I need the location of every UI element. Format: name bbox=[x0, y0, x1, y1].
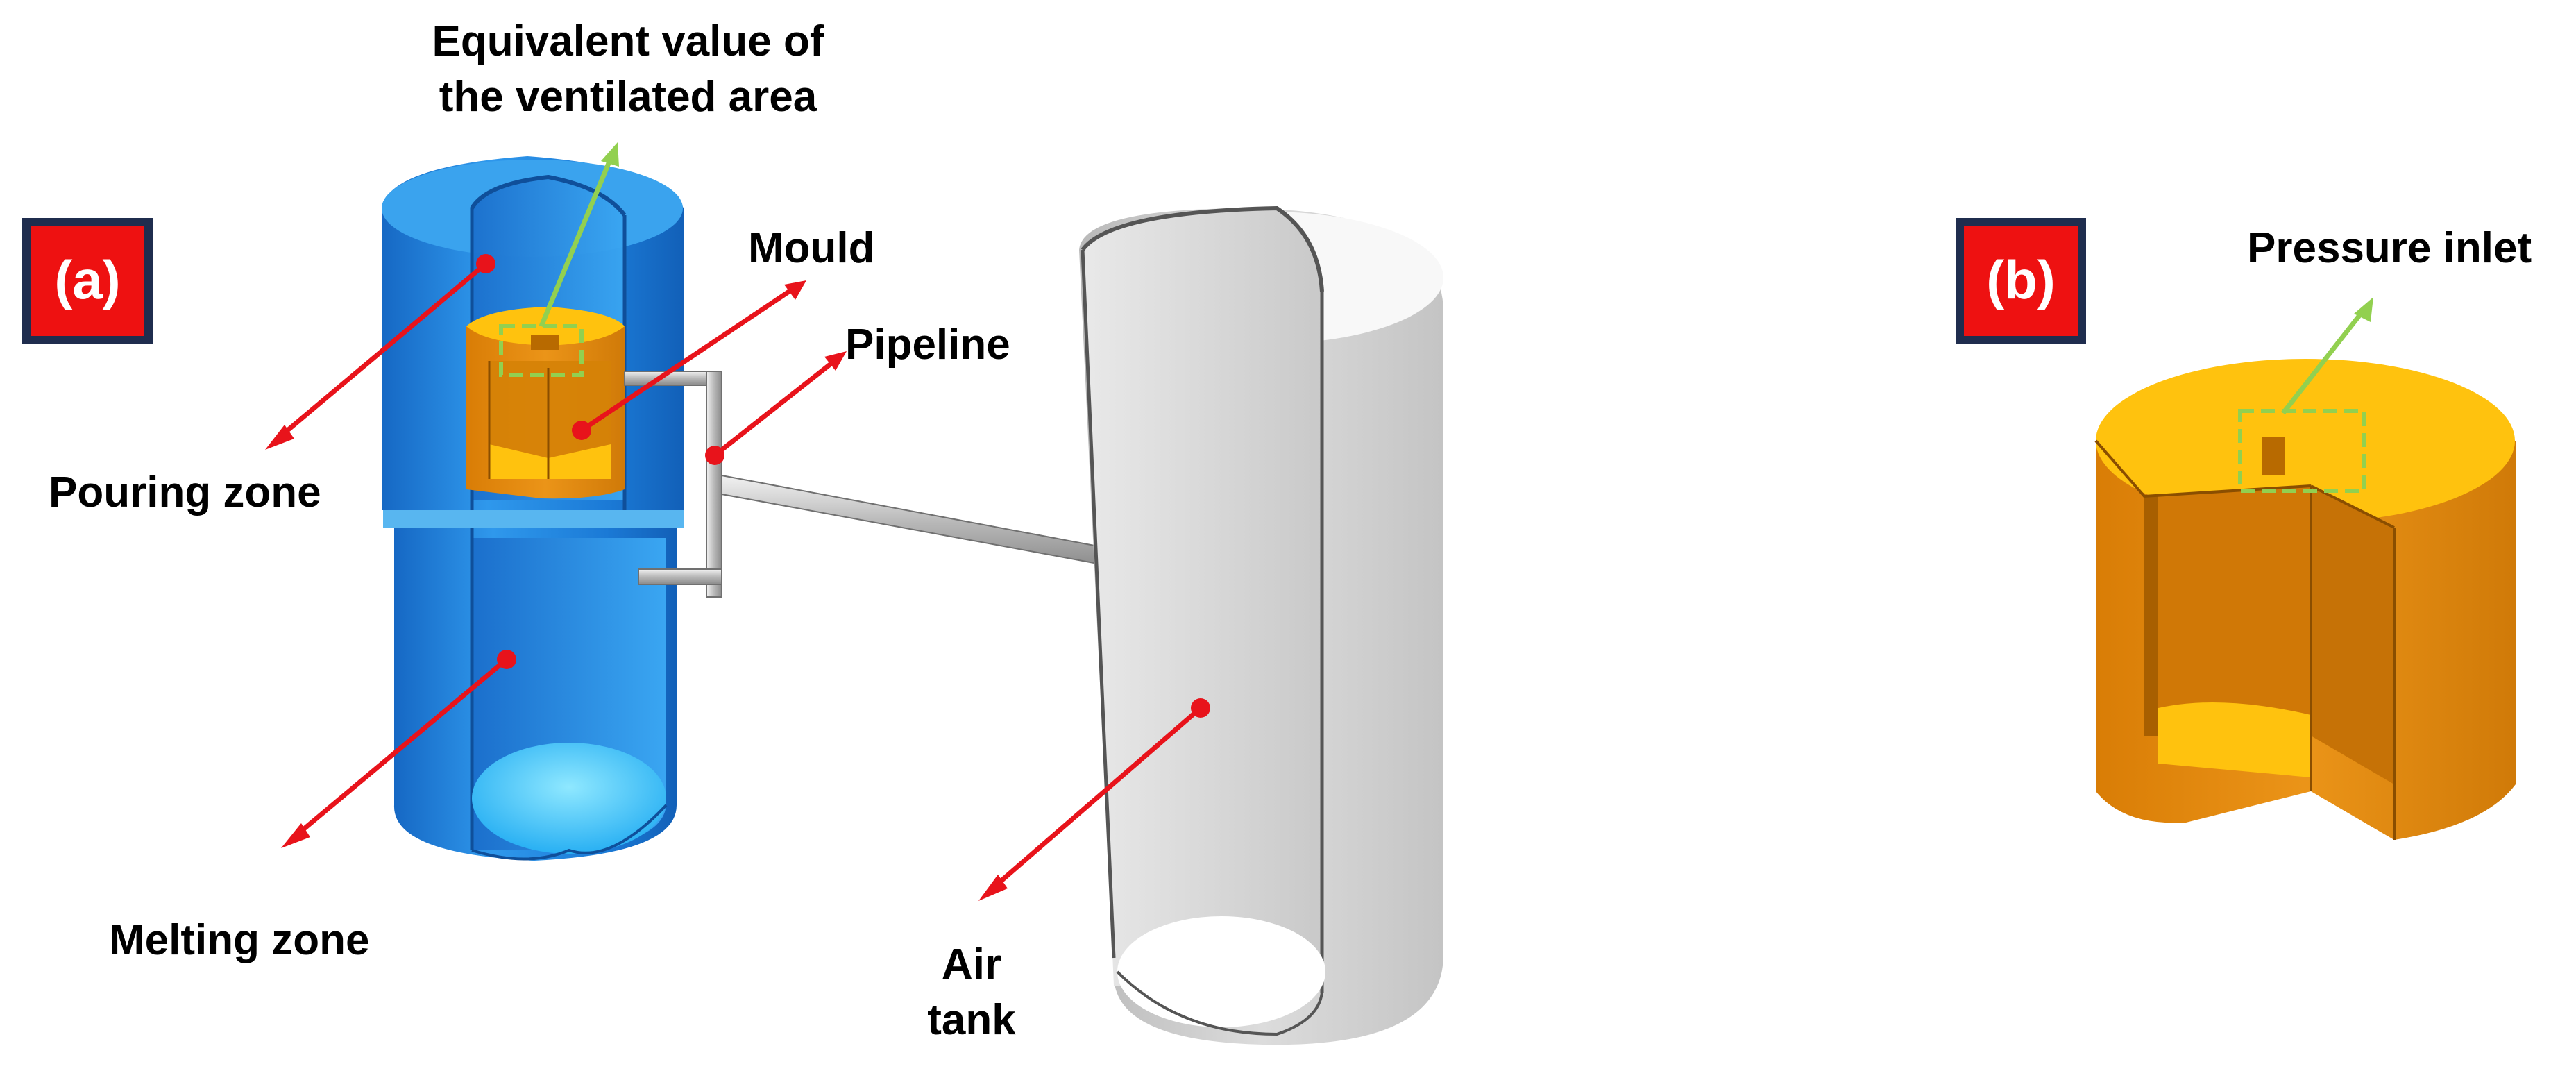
arrow-ventilated-area bbox=[539, 142, 619, 328]
label-pouring-zone: Pouring zone bbox=[49, 469, 321, 516]
mould-detail-top bbox=[2096, 359, 2515, 523]
annotation-arrows bbox=[265, 254, 1210, 901]
arrow-air-tank bbox=[990, 706, 1203, 891]
badge-a: (a) bbox=[22, 218, 153, 344]
badge-a-text: (a) bbox=[54, 249, 120, 310]
arrow-pouring-zone bbox=[276, 262, 488, 441]
label-pressure-inlet: Pressure inlet bbox=[2247, 224, 2532, 272]
label-pipeline: Pipeline bbox=[845, 321, 1010, 369]
arrow-mould bbox=[580, 288, 793, 432]
arrow-pipeline bbox=[713, 360, 835, 457]
arrow-pressure-inlet bbox=[2281, 297, 2373, 415]
label-melting-zone: Melting zone bbox=[109, 916, 369, 964]
arrow-melting-zone bbox=[293, 657, 509, 838]
badge-b-text: (b) bbox=[1986, 249, 2056, 310]
pipeline bbox=[624, 371, 1133, 598]
label-ventilated-area-line1: Equivalent value of bbox=[432, 17, 824, 65]
air-tank-cutaway bbox=[1083, 208, 1322, 986]
furnace bbox=[382, 156, 684, 861]
label-air-tank-line2: tank bbox=[927, 996, 1016, 1044]
label-mould: Mould bbox=[748, 224, 875, 272]
mould-detail bbox=[2094, 359, 2516, 840]
mould bbox=[466, 307, 625, 499]
label-air-tank-line1: Air bbox=[942, 941, 1001, 988]
ventilated-area-box bbox=[499, 324, 584, 377]
melting-zone-bottom bbox=[472, 743, 666, 854]
badge-b: (b) bbox=[1956, 218, 2086, 344]
pressure-inlet-box bbox=[2238, 409, 2366, 493]
label-ventilated-area-line2: the ventilated area bbox=[439, 73, 817, 121]
air-tank bbox=[1079, 205, 1443, 1045]
